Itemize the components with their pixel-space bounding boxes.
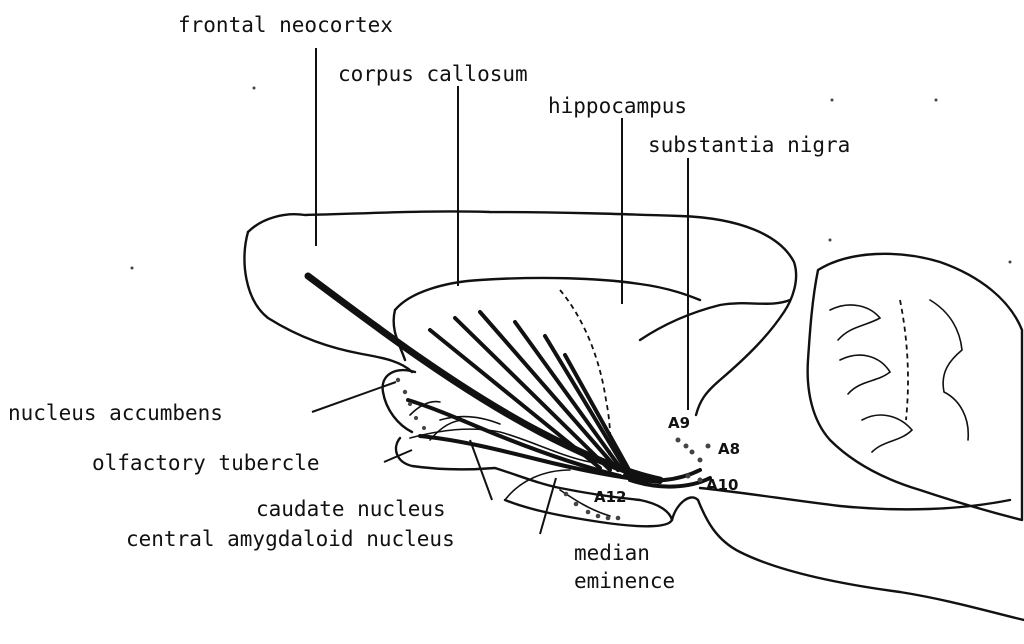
cell-dot [396,378,400,382]
brainstem-outline [672,497,1024,620]
label-a9: A9 [668,414,690,432]
label-a10: A10 [706,476,738,494]
scan-speck [131,267,134,270]
cerebellum-fold-3 [862,415,912,452]
cell-dot [690,450,695,455]
cell-dot [684,444,689,449]
scan-speck [1009,261,1012,264]
label-central-amygdaloid-nucleus: central amygdaloid nucleus [126,527,455,551]
leader-lines [312,48,688,534]
label-a8: A8 [718,440,740,458]
corpus-callosum-arc [395,278,700,310]
rostral-cortex-outline [244,232,412,372]
cell-dot [606,516,611,521]
label-eminence: eminence [574,569,675,593]
cell-dot [698,458,703,463]
cell-dot [706,444,711,449]
label-frontal-neocortex: frontal neocortex [178,13,393,37]
label-nucleus-accumbens: nucleus accumbens [8,401,223,425]
label-corpus-callosum: corpus callosum [338,62,528,86]
leader-central-amygdaloid [540,478,556,534]
cerebellum-fold-4 [930,300,968,440]
label-a12: A12 [594,488,626,506]
cerebellum [808,254,1022,520]
dopamine-tracts [308,276,710,516]
cerebellum-outline [808,254,1022,520]
brainstem-upper-outline [700,488,1010,509]
labels: frontal neocortex corpus callosum hippoc… [8,13,850,593]
cell-dot [564,492,569,497]
cell-dot [676,438,681,443]
cell-dot [403,390,407,394]
scan-speck [935,99,938,102]
cell-dot [414,416,418,420]
cell-dot [596,514,601,519]
cell-dot [422,426,426,430]
cell-dot [408,402,412,406]
cell-dot [686,474,691,479]
cerebellum-fold-1 [830,305,880,340]
label-caudate-nucleus: caudate nucleus [256,497,446,521]
leader-olfactory-tubercle [384,450,412,462]
cell-dot [574,502,579,507]
label-median: median [574,541,650,565]
cell-dot [616,516,621,521]
label-substantia-nigra: substantia nigra [648,133,850,157]
cerebellum-fold-2 [840,355,890,394]
scan-speck [829,239,832,242]
scan-speck [253,87,256,90]
cell-dot [698,478,703,483]
striatal-fiber-3 [480,312,618,470]
scan-speck [831,99,834,102]
hemisphere-inner-line [394,310,405,360]
label-olfactory-tubercle: olfactory tubercle [92,451,320,475]
cerebellum-inner-dash [900,300,908,420]
cell-dot [586,510,591,515]
label-hippocampus: hippocampus [548,94,687,118]
